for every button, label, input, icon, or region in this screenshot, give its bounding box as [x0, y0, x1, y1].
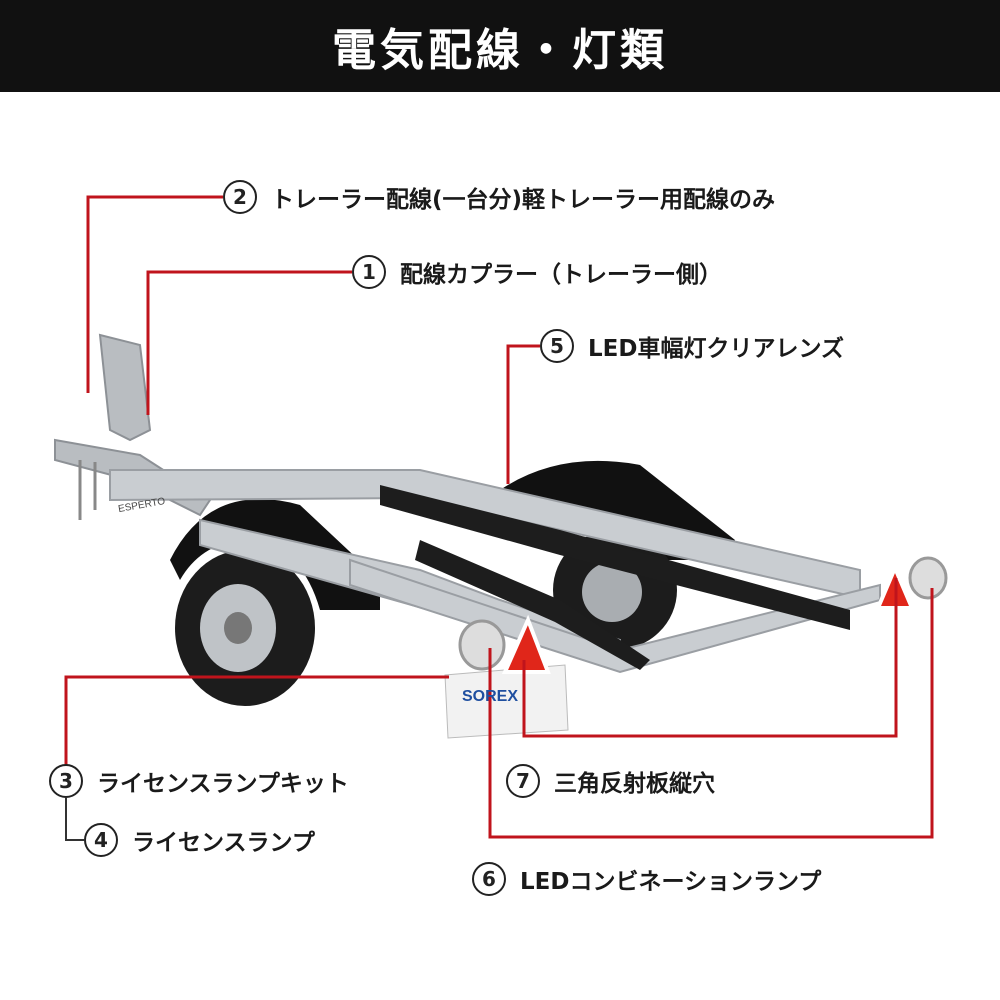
callout-3: 3 ライセンスランプキット [49, 764, 349, 798]
callout-number: 5 [540, 329, 574, 363]
callout-text: 配線カプラー（トレーラー側） [400, 262, 722, 288]
leader-line-3 [64, 675, 449, 765]
bunk-right [415, 540, 650, 670]
leader-line-7 [522, 578, 898, 738]
callout-1: 1 配線カプラー（トレーラー側） [352, 255, 722, 289]
combination-lamp-left [458, 619, 506, 671]
callout-text: 三角反射板縦穴 [554, 771, 715, 797]
callout-text: ライセンスランプ [132, 830, 315, 856]
safety-chain [78, 460, 97, 520]
callout-number: 2 [223, 180, 257, 214]
connector-3-4 [65, 798, 84, 841]
callout-number: 6 [472, 862, 506, 896]
callout-number: 7 [506, 764, 540, 798]
callout-6: 6 LEDコンビネーションランプ [472, 862, 821, 896]
callout-text: ライセンスランプキット [97, 771, 349, 797]
callout-number: 4 [84, 823, 118, 857]
leader-lines [64, 195, 934, 839]
callout-4: 4 ライセンスランプ [84, 823, 315, 857]
front-wheel [175, 550, 315, 706]
callout-2: 2 トレーラー配線(一台分)軽トレーラー用配線のみ [223, 180, 775, 214]
callout-text: LEDコンビネーションランプ [520, 869, 822, 895]
callout-text: トレーラー配線(一台分)軽トレーラー用配線のみ [271, 187, 776, 213]
callout-text: LED車幅灯クリアレンズ [588, 336, 844, 362]
leader-line-6 [488, 588, 934, 839]
leader-line-5 [506, 344, 540, 484]
triangle-reflector-left [501, 614, 551, 674]
callout-7: 7 三角反射板縦穴 [506, 764, 715, 798]
leader-line-2 [86, 195, 223, 393]
callout-number: 3 [49, 764, 83, 798]
page-title: 電気配線・灯類 [332, 25, 668, 76]
bunk-left [380, 485, 850, 630]
leader-line-1 [146, 270, 352, 415]
combination-lamp-right [908, 556, 948, 600]
callout-5: 5 LED車幅灯クリアレンズ [540, 329, 844, 363]
plate-logo: SOREX [462, 688, 519, 705]
callout-number: 1 [352, 255, 386, 289]
header-banner: 電気配線・灯類 [0, 0, 1000, 92]
